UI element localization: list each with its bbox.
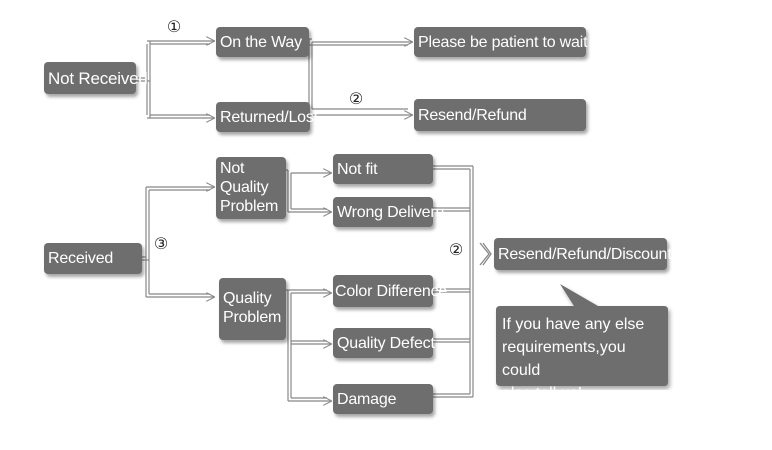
node-color-difference: Color Difference <box>333 275 447 307</box>
node-on-the-way: On the Way <box>216 27 309 57</box>
step-marker-two-top: ② <box>348 91 364 108</box>
connector-split-1 <box>146 41 151 118</box>
note-bubble <box>496 284 668 386</box>
connector-merge <box>433 165 473 398</box>
step-marker-three: ③ <box>153 236 169 253</box>
connector-split-5 <box>287 290 292 401</box>
node-quality-problem: Quality Problem <box>219 278 286 340</box>
note-text: If you have any else requirements,you co… <box>502 316 645 402</box>
connector-split-4 <box>287 170 292 212</box>
chevron-right-icon <box>479 242 492 266</box>
node-not-fit: Not fit <box>333 154 433 184</box>
step-marker-two-bottom: ② <box>448 242 464 259</box>
node-wrong-delivery: Wrong Deliveru <box>333 197 444 227</box>
connector-not-received <box>136 77 150 82</box>
node-quality-defect: Quality Defect <box>333 328 435 358</box>
node-resend-refund-discount: Resend/Refund/Discount <box>494 238 672 270</box>
node-received: Received <box>44 243 142 274</box>
connector-split-2 <box>308 39 313 112</box>
node-not-received: Not Received <box>44 62 148 94</box>
node-returned-lost: Returned/Lost <box>216 102 318 132</box>
step-marker-one: ① <box>166 19 182 36</box>
node-damage: Damage <box>333 384 433 414</box>
connector-split-3 <box>145 187 150 297</box>
node-not-quality-problem: Not Quality Problem <box>216 157 286 219</box>
node-resend-refund: Resend/Refund <box>414 99 586 131</box>
node-please-wait: Please be patient to wait <box>414 27 588 57</box>
